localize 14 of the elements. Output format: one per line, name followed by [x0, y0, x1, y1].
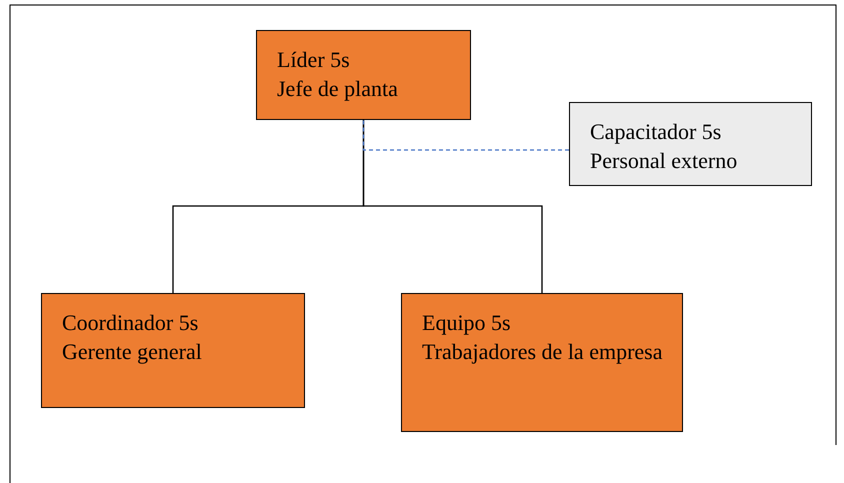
role-title: Capacitador 5s [590, 118, 722, 146]
dashed-connector [362, 120, 569, 151]
role-title: Equipo 5s [422, 309, 512, 337]
role-title: Líder 5s [277, 46, 351, 74]
connector-line [362, 120, 543, 293]
role-title: Coordinador 5s [62, 309, 200, 337]
org-chart-box [569, 102, 812, 186]
org-chart-box [401, 293, 683, 432]
role-holder: Personal externo [590, 147, 738, 175]
role-holder: Gerente general [62, 338, 203, 366]
role-holder: Jefe de planta [277, 75, 399, 103]
org-chart-box [256, 30, 471, 120]
org-chart-box [41, 293, 305, 408]
role-holder: Trabajadores de la empresa [422, 338, 664, 366]
